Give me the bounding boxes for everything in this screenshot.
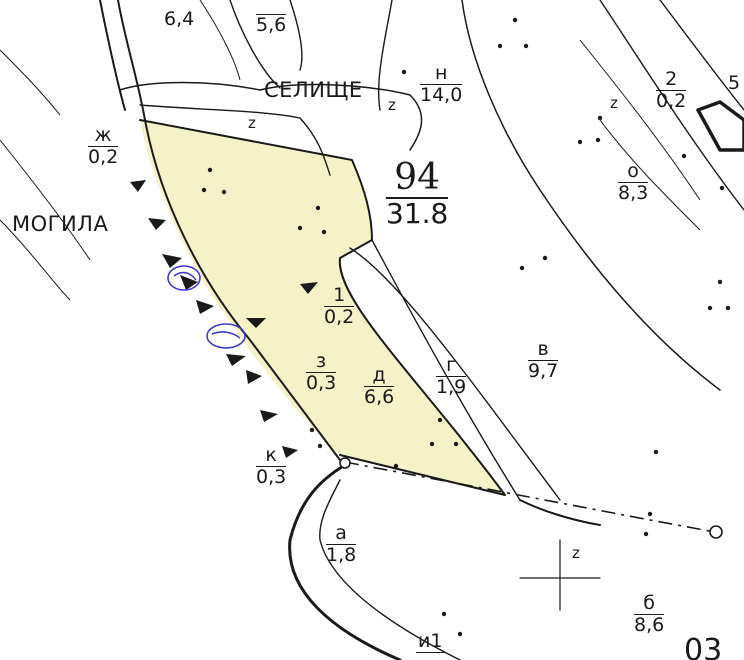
parcel-label-n: н 14,0: [420, 62, 463, 106]
top-left-value: 6,4: [164, 8, 195, 30]
parcel-label-k: к 0,3: [256, 444, 287, 488]
main-parcel-number: 94: [386, 160, 449, 199]
parcel-label-1: 1 0,2: [324, 284, 355, 328]
bottom-right-number: 03: [684, 633, 723, 660]
z-mark: z: [248, 114, 256, 132]
tree-dots: [201, 17, 731, 637]
parcel-label-2: 2 0,2: [656, 68, 687, 112]
lower-road: [288, 463, 402, 660]
parcel-label-b: б 8,6: [634, 592, 665, 636]
parcel-label-z: з 0,3: [306, 350, 337, 394]
boundary-start-point: [339, 457, 351, 469]
annotation-marks: [167, 265, 246, 349]
parcel-label-a: а 1,8: [326, 522, 357, 566]
main-parcel-area: 31.8: [386, 197, 449, 230]
z-mark: z: [388, 96, 396, 114]
road-line-inner: [99, 0, 126, 111]
road-line-outer: [117, 0, 341, 461]
grave-label: МОГИЛА: [12, 212, 109, 236]
building: [696, 100, 744, 152]
parcel-label-top: б 5,6: [256, 0, 287, 35]
parcel-label-g: г 1,9: [436, 354, 467, 398]
boundary-end-point: [709, 525, 723, 539]
dashed-boundary: [344, 461, 716, 533]
top-right-value: 5: [728, 72, 741, 94]
highlighted-parcel: [140, 120, 505, 495]
z-mark: z: [572, 544, 580, 562]
settlement-label: СЕЛИЩЕ: [264, 78, 363, 102]
parcel-label-zh: ж 0,2: [88, 124, 119, 168]
parcel-label-i1: и1: [416, 630, 445, 653]
z-mark: z: [610, 94, 618, 112]
parcel-label-d: д 6,6: [364, 364, 395, 408]
parcel-94-boundary: [139, 119, 506, 496]
main-parcel-label: 94 31.8: [386, 160, 449, 230]
settlement-boundary: [119, 81, 423, 151]
parcel-label-o: о 8,3: [618, 160, 649, 204]
parcel-label-v: в 9,7: [528, 338, 559, 382]
